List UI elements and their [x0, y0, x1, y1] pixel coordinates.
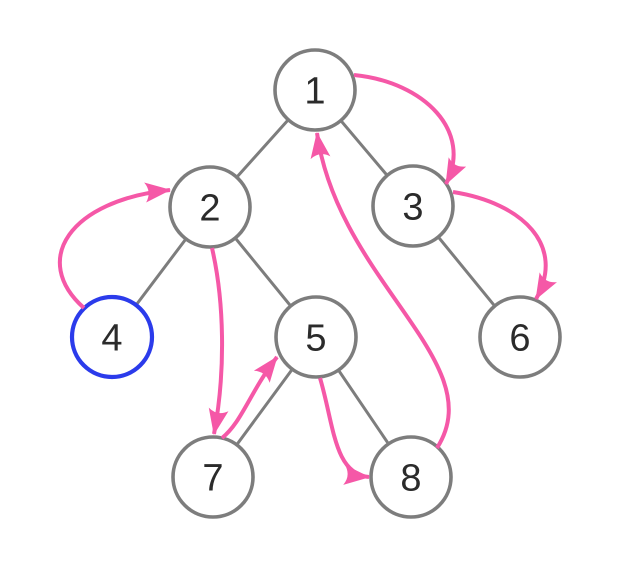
node-label-3: 3 [402, 186, 423, 228]
tree-node-5: 5 [274, 295, 358, 379]
node-label-2: 2 [199, 187, 220, 229]
node-label-1: 1 [304, 70, 325, 112]
node-label-8: 8 [400, 457, 421, 499]
node-label-7: 7 [202, 457, 223, 499]
tree-node-2: 2 [168, 165, 252, 249]
tree-edges-layer [110, 88, 522, 479]
traversal-arrow-4-2 [57, 182, 171, 310]
node-circle [168, 165, 252, 249]
tree-node-3: 3 [371, 164, 455, 248]
node-label-5: 5 [305, 317, 326, 359]
tree-node-8: 8 [369, 435, 453, 519]
node-circle [369, 435, 453, 519]
tree-node-6: 6 [478, 295, 562, 379]
tree-nodes-layer: 1 2 3 4 5 6 7 8 [69, 48, 562, 519]
traversal-arrow-1-3 [353, 73, 467, 185]
tree-node-7: 7 [171, 435, 255, 519]
node-circle-highlighted [69, 294, 155, 380]
node-label-4: 4 [101, 317, 122, 359]
tree-node-4: 4 [69, 294, 155, 380]
node-label-6: 6 [509, 317, 530, 359]
traversal-arrows-layer [57, 73, 558, 485]
node-circle [478, 295, 562, 379]
node-circle [171, 435, 255, 519]
node-circle [273, 48, 357, 132]
node-circle [274, 295, 358, 379]
traversal-arrow-5-8 [318, 377, 370, 485]
traversal-arrow-8-1 [310, 132, 451, 450]
node-circle [371, 164, 455, 248]
traversal-arrow-3-6 [452, 190, 558, 300]
traversal-arrow-2-7 [208, 247, 229, 435]
tree-node-1: 1 [273, 48, 357, 132]
traversal-arrow-7-5 [220, 355, 279, 440]
